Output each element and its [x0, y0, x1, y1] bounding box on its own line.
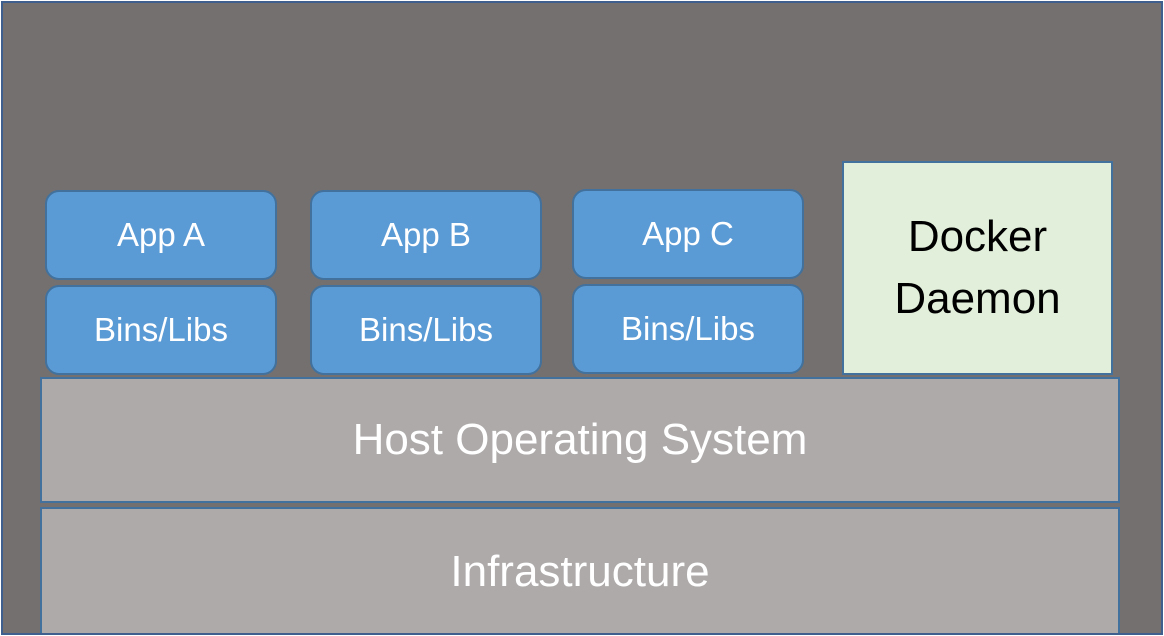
app-c-box: App C	[572, 189, 804, 279]
app-c-bins-libs-box: Bins/Libs	[572, 284, 804, 374]
app-a-label: App A	[116, 216, 206, 253]
docker-daemon-line2: Daemon	[894, 274, 1061, 323]
app-c-label: App C	[642, 215, 734, 252]
app-b-bins-libs-label: Bins/Libs	[359, 311, 493, 348]
infrastructure-label: Infrastructure	[450, 547, 710, 596]
app-a-bins-libs-label: Bins/Libs	[94, 311, 228, 348]
app-c-bins-libs-label: Bins/Libs	[621, 310, 755, 347]
app-b-label: App B	[381, 216, 471, 253]
app-b-box: App B	[310, 190, 542, 280]
app-a-bins-libs-box: Bins/Libs	[45, 285, 277, 375]
docker-daemon-box: Docker Daemon	[842, 161, 1113, 375]
app-a-box: App A	[45, 190, 277, 280]
infrastructure-layer: Infrastructure	[40, 507, 1120, 633]
host-operating-system-label: Host Operating System	[352, 415, 808, 464]
host-operating-system-layer: Host Operating System	[40, 377, 1120, 503]
app-b-bins-libs-box: Bins/Libs	[310, 285, 542, 375]
docker-daemon-line1: Docker	[907, 212, 1048, 262]
